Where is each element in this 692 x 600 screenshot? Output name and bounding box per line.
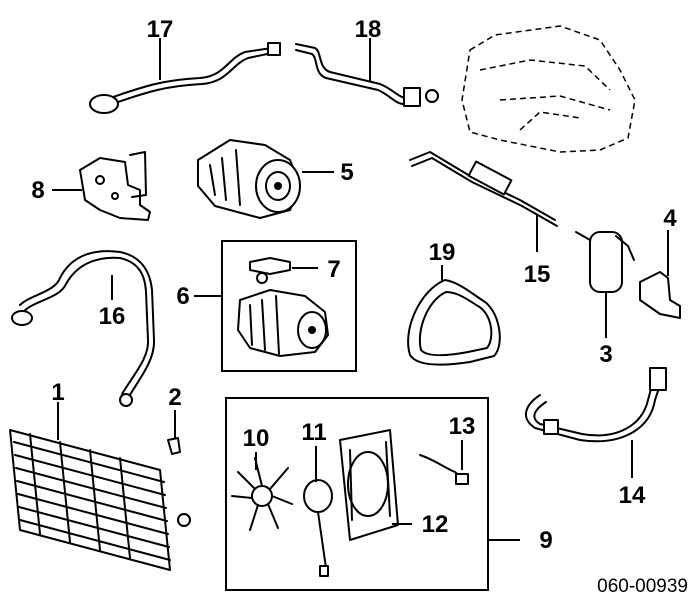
part-1-condenser [9, 402, 191, 571]
callout-13: 13 [449, 413, 476, 440]
part-13-connector [419, 440, 469, 485]
part-19-belt [407, 265, 501, 366]
part-16-hose [11, 250, 156, 407]
part-4-bracket [639, 230, 681, 319]
callout-18: 18 [355, 16, 382, 43]
callout-labels: 17 18 8 5 4 7 6 19 15 16 3 1 2 10 11 13 … [31, 16, 677, 554]
callout-8: 8 [31, 177, 44, 204]
callout-17: 17 [147, 16, 174, 43]
callout-19: 19 [429, 239, 456, 266]
callout-11: 11 [301, 419, 326, 446]
part-8-bracket [52, 151, 151, 221]
group-box-6 [221, 240, 357, 372]
callout-12: 12 [422, 511, 449, 538]
callout-15: 15 [524, 261, 551, 288]
callout-9: 9 [539, 527, 552, 554]
engine-outline [461, 25, 636, 153]
part-15-line [409, 151, 558, 252]
part-3-drier [575, 231, 635, 338]
callout-16: 16 [99, 303, 126, 330]
part-10-fan-blade [231, 452, 293, 531]
callout-1: 1 [51, 379, 64, 406]
part-2-clip [167, 410, 181, 455]
callout-3: 3 [599, 341, 612, 368]
part-5-compressor [197, 139, 334, 219]
callout-2: 2 [168, 384, 181, 411]
group-box-9 [225, 397, 489, 591]
callout-7: 7 [327, 256, 340, 283]
part-12-shroud [339, 429, 412, 541]
part-18-hose [295, 38, 439, 107]
part-7-valve [249, 257, 318, 284]
callout-10: 10 [243, 425, 270, 452]
callout-5: 5 [340, 159, 353, 186]
part-17-hose [89, 38, 281, 114]
callout-6: 6 [176, 283, 189, 310]
part-11-motor [303, 446, 333, 577]
part-14-hose [525, 367, 667, 478]
callout-4: 4 [663, 205, 677, 232]
figure-code: 060-00939 [597, 576, 688, 597]
callout-14: 14 [619, 482, 646, 509]
part-6-compressor [237, 289, 329, 357]
